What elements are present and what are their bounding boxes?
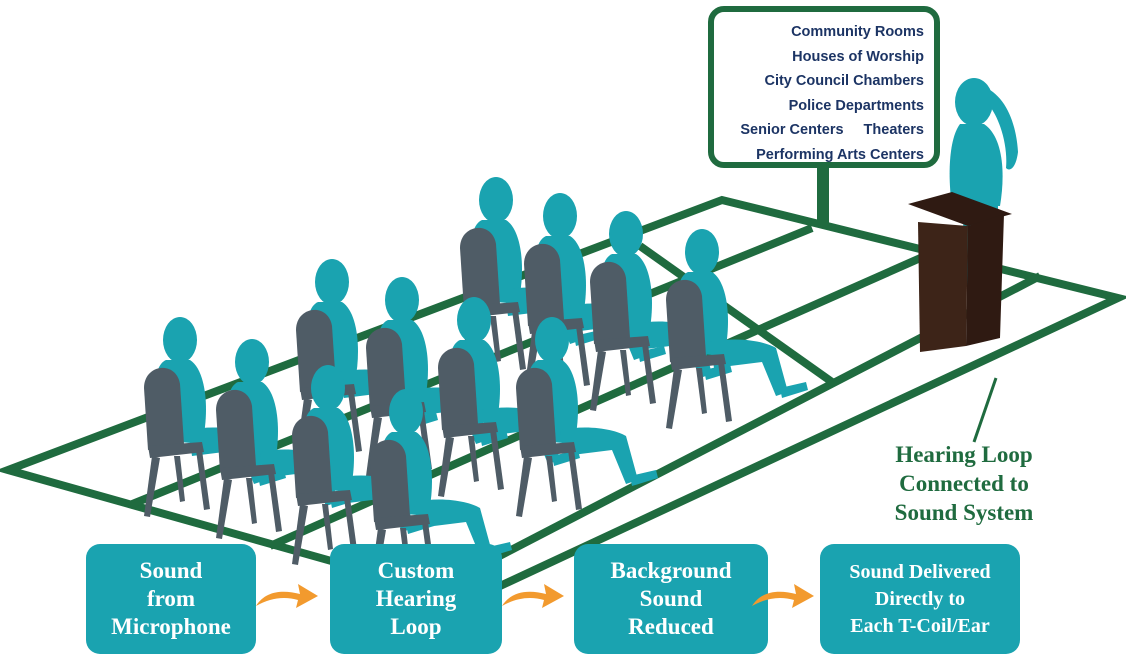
- audience-layer: [144, 177, 808, 589]
- step-label: Sound Delivered Directly to Each T-Coil/…: [849, 560, 991, 637]
- step-custom-hearing-loop: Custom Hearing Loop: [330, 544, 502, 654]
- step-label: Background Sound Reduced: [610, 558, 732, 639]
- hearing-loop-label: Hearing Loop Connected to Sound System: [872, 440, 1056, 527]
- arrow-right-icon: [502, 584, 564, 608]
- arrow-right-icon: [256, 584, 318, 608]
- venue-line: Community Rooms: [791, 24, 924, 40]
- venue-line-pair: Senior Centers Theaters: [720, 118, 924, 143]
- step-label: Sound from Microphone: [111, 558, 231, 639]
- loop-lead-wire: [972, 377, 998, 443]
- step-sound-from-microphone: Sound from Microphone: [86, 544, 256, 654]
- venue-line: Police Departments: [788, 97, 924, 114]
- sign-post: [817, 166, 829, 224]
- venue-item: Senior Centers: [740, 122, 844, 138]
- venue-line: Performing Arts Centers: [756, 146, 924, 163]
- step-background-sound-reduced: Background Sound Reduced: [574, 544, 768, 654]
- step-label: Custom Hearing Loop: [375, 558, 457, 639]
- arrow-right-icon: [752, 584, 814, 608]
- step-sound-delivered: Sound Delivered Directly to Each T-Coil/…: [820, 544, 1020, 654]
- venue-item: Theaters: [863, 122, 924, 138]
- venue-line: Houses of Worship: [792, 48, 924, 65]
- podium: [908, 192, 1012, 352]
- venue-line: City Council Chambers: [764, 73, 924, 89]
- hearing-loop-label-text: Hearing Loop Connected to Sound System: [894, 442, 1034, 525]
- venue-sign: Community Rooms Houses of Worship City C…: [708, 6, 940, 168]
